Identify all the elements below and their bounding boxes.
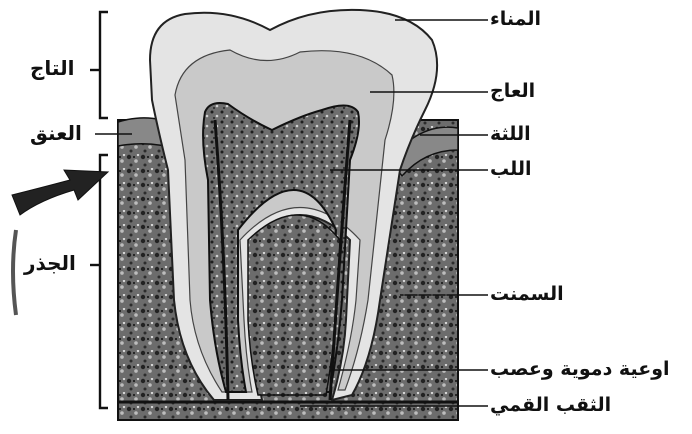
interradicular-bone bbox=[248, 215, 340, 395]
label-crown: التاج bbox=[30, 58, 74, 78]
label-dentin: العاج bbox=[490, 82, 535, 101]
left-margin-mark bbox=[13, 230, 16, 315]
pointer-arrow-icon bbox=[12, 170, 108, 215]
label-cementum: السمنت bbox=[490, 285, 564, 304]
label-root: الجذر bbox=[24, 253, 76, 273]
crown-bracket bbox=[100, 12, 108, 118]
label-neck: العنق bbox=[30, 123, 82, 143]
label-pulp: اللب bbox=[490, 160, 532, 179]
root-bracket bbox=[100, 155, 108, 408]
label-enamel: المناء bbox=[490, 10, 541, 29]
label-vessels-nerve: اوعية دموية وعصب bbox=[490, 360, 670, 379]
label-gum: اللثة bbox=[490, 125, 531, 144]
label-apical-foramen: الثقب القمي bbox=[490, 396, 611, 415]
